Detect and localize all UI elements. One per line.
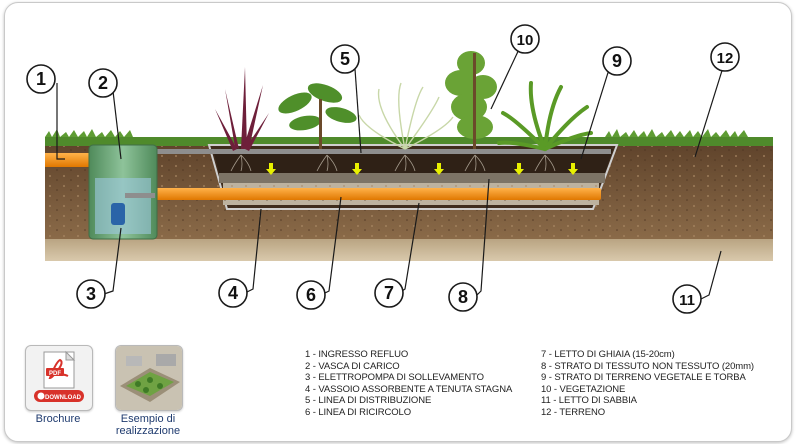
callout-1: 1 [26, 64, 56, 94]
example-label-line1: Esempio di [120, 413, 176, 425]
callout-4: 4 [218, 278, 248, 308]
brochure-thumbnail[interactable]: PDF DOWNLOAD [25, 345, 93, 411]
legend-item: 7 - LETTO DI GHIAIA (15-20cm) [541, 349, 675, 360]
legend-item: 9 - STRATO DI TERRENO VEGETALE E TORBA [541, 372, 746, 384]
callout-2: 2 [88, 68, 118, 98]
svg-text:6: 6 [306, 285, 316, 305]
roots [230, 154, 556, 172]
svg-text:5: 5 [340, 49, 350, 69]
svg-text:DOWNLOAD: DOWNLOAD [45, 395, 82, 401]
plant-broadleaf [278, 83, 357, 149]
pump [111, 203, 125, 225]
legend-item: 8 - STRATO DI TESSUTO NON TESSUTO (20mm) [541, 360, 754, 372]
example-thumbnail[interactable] [115, 345, 183, 411]
topsoil-peat-layer [213, 149, 613, 173]
svg-text:11: 11 [679, 292, 695, 309]
plant-schefflera [445, 51, 497, 149]
legend-item: 12 - TERRENO [541, 406, 606, 418]
svg-text:12: 12 [717, 50, 734, 67]
vegetation [215, 51, 593, 151]
sand-layer [45, 239, 773, 261]
callouts: 1 2 3 4 5 6 7 8 9 10 11 12 [26, 24, 740, 314]
grass-left [45, 129, 133, 137]
svg-text:2: 2 [98, 73, 108, 93]
plant-palm [497, 81, 593, 151]
legend-item: 10 - VEGETAZIONE [541, 383, 626, 395]
callout-8: 8 [448, 282, 478, 312]
pdf-download-icon: PDF DOWNLOAD [34, 350, 84, 402]
svg-text:3: 3 [86, 284, 96, 304]
legend-right: 7 - LETTO DI GHIAIA (15-20cm) 8 - STRATO… [541, 349, 754, 419]
svg-text:8: 8 [458, 287, 468, 307]
callout-5: 5 [330, 44, 360, 74]
flow-arrows [266, 163, 578, 175]
callout-9: 9 [602, 46, 632, 76]
svg-text:7: 7 [384, 283, 394, 303]
legend-left: 1 - INGRESSO REFLUO 2 - VASCA DI CARICO … [305, 349, 512, 419]
geotextile-layer [219, 173, 605, 183]
grass-right [605, 129, 748, 137]
legend-item: 11 - LETTO DI SABBIA [541, 395, 637, 407]
callout-7: 7 [374, 278, 404, 308]
phytodepuration-diagram: 1 2 3 4 5 6 7 8 9 10 11 12 [26, 24, 773, 314]
legend-item: 5 - LINEA DI DISTRIBUZIONE [305, 395, 432, 407]
svg-text:10: 10 [517, 32, 534, 49]
callout-6: 6 [296, 280, 326, 310]
distribution-line [155, 149, 611, 154]
grass-strip [45, 137, 773, 146]
svg-text:9: 9 [612, 51, 622, 71]
svg-text:1: 1 [36, 69, 46, 89]
legend-item: 3 - ELETTROPOMPA DI SOLLEVAMENTO [305, 372, 484, 384]
diagram-frame: 1 2 3 4 5 6 7 8 9 10 11 12 1 - INGRESSO … [4, 2, 792, 442]
plant-red-cordyline [215, 67, 269, 151]
legend-item: 1 - INGRESSO REFLUO [305, 349, 409, 360]
legend-item: 6 - LINEA DI RICIRCOLO [305, 406, 412, 418]
example-label-line2: realizzazione [115, 425, 181, 437]
legend-item: 2 - VASCA DI CARICO [305, 360, 400, 372]
brochure-link[interactable]: Brochure [35, 413, 81, 425]
pump-riser [125, 193, 155, 198]
svg-text:PDF: PDF [49, 371, 61, 377]
example-installation-image [116, 346, 182, 410]
recirculation-line [145, 188, 601, 200]
legend-item: 4 - VASSOIO ASSORBENTE A TENUTA STAGNA [305, 383, 513, 395]
plant-grass-pennisetum [358, 82, 454, 150]
callout-10: 10 [510, 24, 540, 54]
callout-12: 12 [710, 42, 740, 72]
example-link[interactable]: Esempio di realizzazione [103, 413, 193, 437]
callout-11: 11 [672, 284, 702, 314]
svg-text:4: 4 [228, 283, 238, 303]
callout-3: 3 [76, 279, 106, 309]
